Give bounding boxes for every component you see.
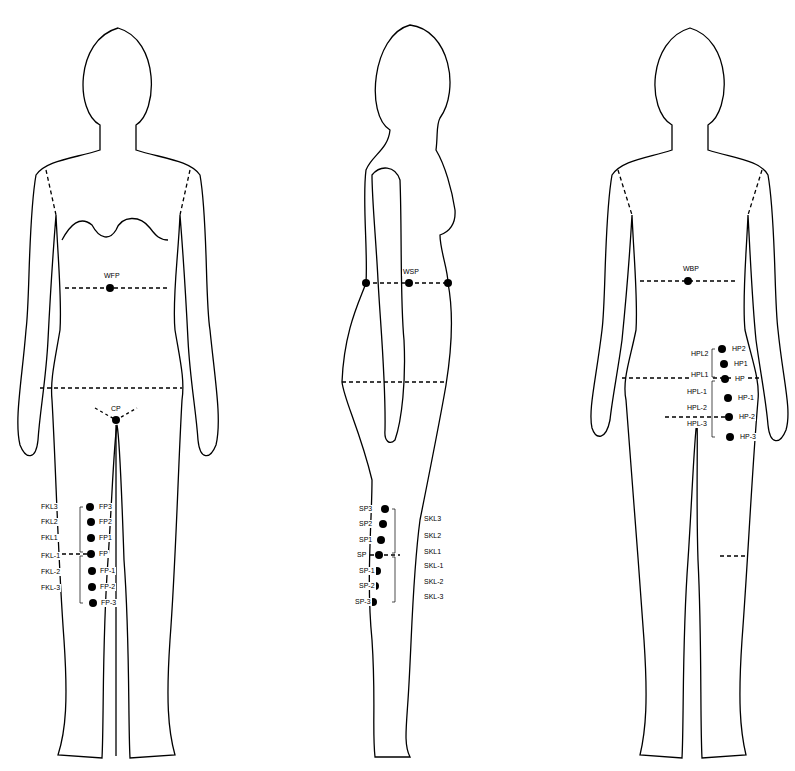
point-label: CP [110,405,122,413]
point-label: SP-1 [358,567,376,575]
point-label: HP [734,375,746,383]
point-label: SP-3 [354,598,372,606]
point-label: HP2 [731,345,747,353]
front-figure [18,28,218,758]
point-label: WSP [402,268,420,276]
point-label: FP-3 [100,599,117,607]
point-label: SP3 [358,505,373,513]
point-label: FP1 [98,534,113,542]
point-label: HPL-1 [686,388,708,396]
point-label: FKL-1 [40,552,61,560]
point-label: SKL2 [423,532,442,540]
point-label: SKL1 [423,548,442,556]
point-label: SP1 [358,536,373,544]
point-label: FKL2 [40,518,59,526]
point-label: HP-2 [738,413,756,421]
point-label: HP1 [733,360,749,368]
point-label: FP-1 [99,567,116,575]
point-label: SP2 [358,520,373,528]
point-label: WBP [682,265,700,273]
point-label: FKL-2 [40,568,61,576]
point-label: HPL2 [690,350,710,358]
back-figure [591,28,788,758]
point-label: HPL-3 [686,420,708,428]
point-label: HP-1 [737,394,755,402]
point-label: SKL-2 [423,578,444,586]
point-label: FP [98,550,109,558]
side-figure [342,25,455,757]
point-label: HPL1 [690,371,710,379]
point-label: FP-2 [99,583,116,591]
point-label: SP-2 [358,582,376,590]
point-label: HP-3 [739,433,757,441]
point-label: HPL-2 [686,404,708,412]
point-label: WFP [103,272,121,280]
point-label: SKL-1 [423,562,444,570]
point-label: SKL-3 [423,593,444,601]
point-label: FKL-3 [40,584,61,592]
point-label: SKL3 [423,515,442,523]
point-label: FKL3 [40,503,59,511]
point-label: SP [356,551,367,559]
point-label: FKL1 [40,534,59,542]
point-label: FP2 [98,518,113,526]
point-label: FP3 [98,503,113,511]
